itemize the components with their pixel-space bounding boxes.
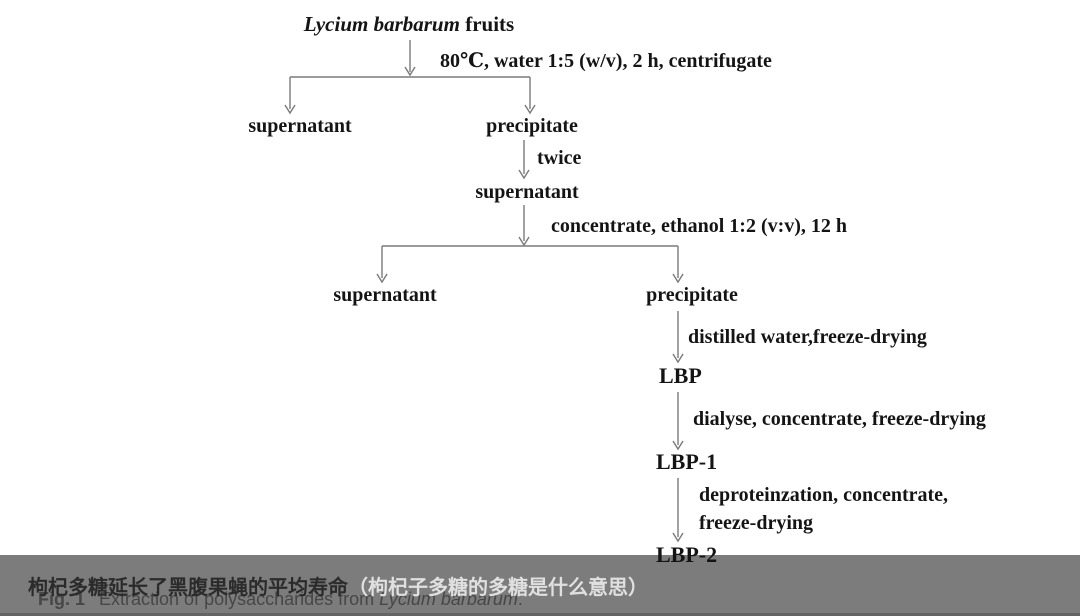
figure-caption-label: Fig. 1: [38, 589, 86, 609]
arrowhead-branch2-right: [672, 273, 684, 284]
condition-step2: concentrate, ethanol 1:2 (v:v), 12 h: [551, 215, 848, 237]
node-root: Lycium barbarum fruits: [303, 12, 515, 36]
arrowhead-lbp1: [672, 440, 684, 451]
arrowhead-branch2-left: [376, 273, 388, 284]
arrowhead-twice: [518, 169, 530, 180]
node-precipitate-1: precipitate: [486, 115, 578, 137]
overlay-bar: [0, 555, 1080, 616]
node-supernatant-2: supernatant: [475, 181, 579, 203]
condition-step5-line1: deproteinzation, concentrate,: [699, 484, 949, 506]
arrowhead-root: [404, 66, 416, 77]
node-lbp-2: LBP-2: [656, 542, 718, 567]
root-suffix: fruits: [459, 12, 515, 36]
node-supernatant-1: supernatant: [248, 115, 352, 137]
condition-step4: dialyse, concentrate, freeze-drying: [693, 408, 986, 430]
arrowhead-lbp: [672, 353, 684, 364]
arrowhead-branch1-right: [524, 104, 536, 115]
overlay-title-paren: （枸杞子多糖的多糖是什么意思）: [348, 577, 648, 599]
arrowhead-branch1-left: [284, 104, 296, 115]
condition-step5-line2: freeze-drying: [699, 512, 814, 534]
condition-twice: twice: [537, 147, 582, 169]
figure-caption-period: .: [517, 589, 523, 609]
figure-caption-body: Extraction of polysaccharides from: [99, 589, 380, 609]
figure-caption-species: Lycium barbarum: [379, 589, 518, 609]
condition-step3: distilled water,freeze-drying: [688, 326, 927, 348]
overlay-title: 枸杞多糖延长了黑腹果蝇的平均寿命（枸杞子多糖的多糖是什么意思）: [28, 571, 648, 600]
arrowhead-ethanol: [518, 236, 530, 247]
root-species-name: Lycium barbarum: [303, 12, 460, 36]
condition-step5: deproteinzation, concentrate, freeze-dry…: [699, 481, 948, 537]
condition-step1: 80℃, water 1:5 (w/v), 2 h, centrifugate: [440, 50, 772, 72]
figure-caption: Fig. 1 Extraction of polysaccharides from…: [38, 589, 523, 610]
node-supernatant-3: supernatant: [333, 284, 437, 306]
arrowhead-lbp2: [672, 532, 684, 543]
node-precipitate-2: precipitate: [646, 284, 738, 306]
node-lbp-1: LBP-1: [656, 449, 718, 474]
node-lbp: LBP: [659, 363, 702, 388]
overlay-title-main: 枸杞多糖延长了黑腹果蝇的平均寿命: [28, 577, 348, 599]
